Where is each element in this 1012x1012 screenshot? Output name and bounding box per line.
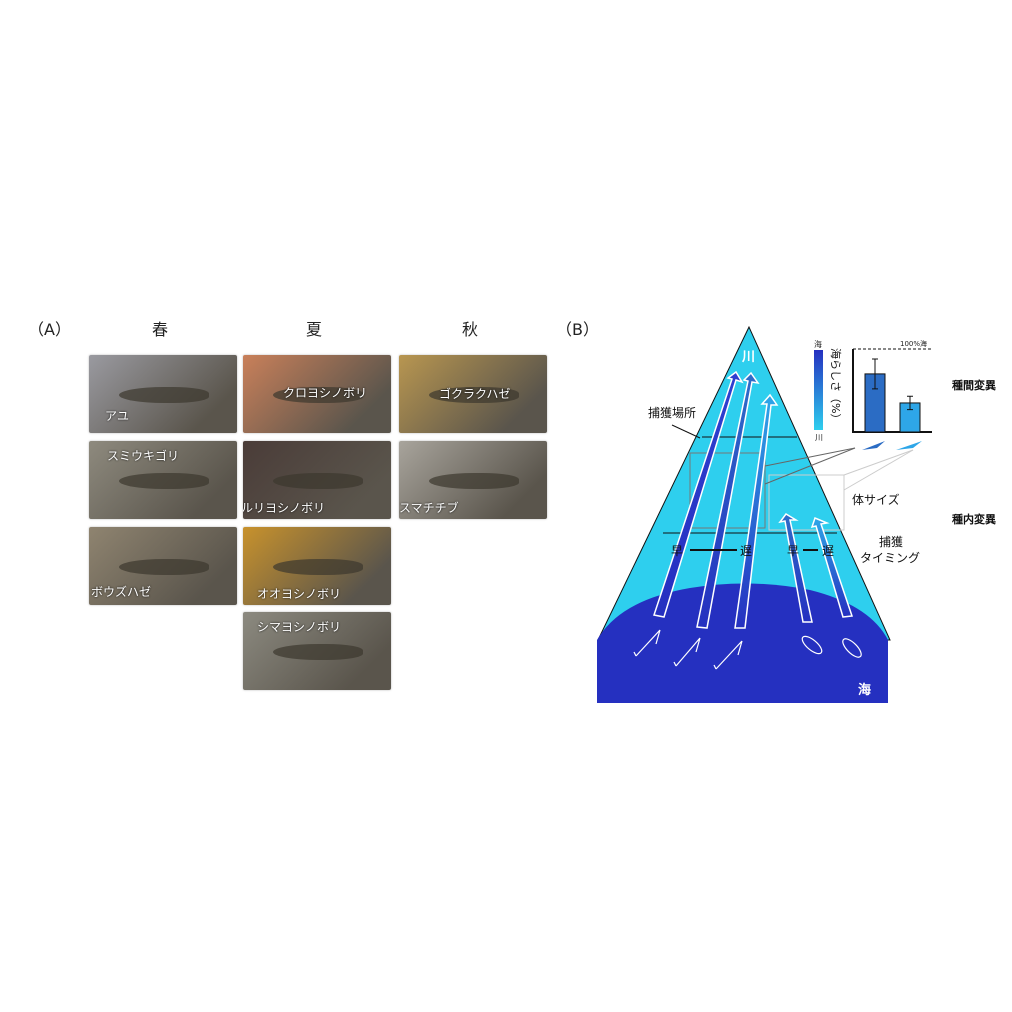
- fish-image: [119, 559, 209, 575]
- late-label: 遅: [822, 544, 834, 558]
- fish-image: [273, 644, 363, 660]
- zoom-box-intraspecific: [768, 474, 845, 531]
- fish-name: スマチチブ: [399, 501, 459, 515]
- fish-name: スミウキゴリ: [107, 449, 180, 463]
- fish-name: クロヨシノボリ: [283, 386, 368, 400]
- fish-image: [119, 473, 209, 489]
- fish-name: アユ: [105, 409, 130, 423]
- capture-timing-label-2: タイミング: [860, 551, 920, 565]
- season-autumn: 秋: [462, 320, 479, 339]
- pointer-line: [843, 449, 914, 476]
- interspecific-label: 種間変異: [952, 378, 996, 392]
- fish-icons: [633, 629, 862, 670]
- late-label: 遅: [740, 544, 752, 558]
- zoom-box-interspecific: [689, 452, 766, 529]
- early-label: 早: [671, 544, 683, 558]
- fish-species-2-icon: [896, 441, 922, 450]
- fish-name: オオヨシノボリ: [257, 587, 342, 601]
- scale-bottom: 川: [815, 433, 823, 442]
- season-spring: 春: [152, 320, 169, 339]
- capture-timing-label-1: 捕獲: [879, 534, 903, 549]
- fish-species-1-icon: [862, 441, 885, 450]
- color-scale: [814, 350, 823, 430]
- early-label: 早: [787, 544, 799, 558]
- fish-image: [119, 387, 209, 403]
- fish-icon: [801, 635, 823, 655]
- fish-name: ボウズハゼ: [91, 585, 152, 599]
- fish-icon: [673, 637, 701, 667]
- scale-top: 海: [814, 339, 822, 349]
- reference-line-label: 100%海: [900, 339, 927, 348]
- sea-label: 海: [858, 682, 871, 698]
- capture-site-label: 捕獲場所: [648, 405, 696, 420]
- panel-a-label: （A）: [28, 320, 71, 339]
- body-size-label: 体サイズ: [852, 492, 900, 507]
- sea-area: [597, 583, 888, 703]
- fish-photo: スマチチブ: [399, 441, 547, 519]
- fish-photo: クロヨシノボリ: [243, 355, 391, 433]
- fish-image: [273, 387, 363, 403]
- fish-icon: [633, 629, 661, 657]
- river-label: 川: [741, 350, 755, 365]
- error-bar: [872, 358, 878, 390]
- pointer-line: [764, 447, 856, 467]
- fish-photo: オオヨシノボリ: [243, 527, 391, 605]
- arrow-species-1: [653, 370, 744, 618]
- fish-photo: スミウキゴリ: [89, 441, 237, 519]
- fish-photo: ボウズハゼ: [89, 527, 237, 605]
- fish-image: [429, 473, 519, 489]
- fish-photo: ゴクラクハゼ: [399, 355, 547, 433]
- arrow-species-3: [734, 393, 779, 629]
- season-summer: 夏: [306, 320, 323, 339]
- fish-name: ルリヨシノボリ: [243, 501, 326, 515]
- arrow-species-2: [696, 371, 760, 629]
- migration-arrows: [653, 370, 854, 629]
- fish-image: [273, 473, 363, 489]
- inset-chart: 海 川 海らしさ（%） 100%海: [814, 339, 932, 450]
- panel-b-label: （B）: [556, 320, 599, 339]
- capture-site-pointer: [671, 424, 701, 439]
- inset-ylabel: 海らしさ（%）: [829, 348, 843, 424]
- fish-image: [429, 387, 519, 403]
- fish-image: [273, 559, 363, 575]
- fish-photo: ルリヨシノボリ: [243, 441, 391, 519]
- error-bar: [907, 395, 913, 411]
- pointer-line: [764, 447, 856, 485]
- intraspecific-label: 種内変異: [952, 512, 996, 526]
- arrow-species-4: [778, 513, 813, 623]
- fish-icon: [842, 638, 862, 658]
- fish-icon: [713, 640, 743, 670]
- fish-name: ゴクラクハゼ: [439, 387, 511, 401]
- fish-name: シマヨシノボリ: [257, 620, 342, 634]
- fish-photo: シマヨシノボリ: [243, 612, 391, 690]
- fish-photo: アユ: [89, 355, 237, 433]
- pointer-line: [843, 449, 914, 491]
- arrow-species-5: [810, 516, 854, 618]
